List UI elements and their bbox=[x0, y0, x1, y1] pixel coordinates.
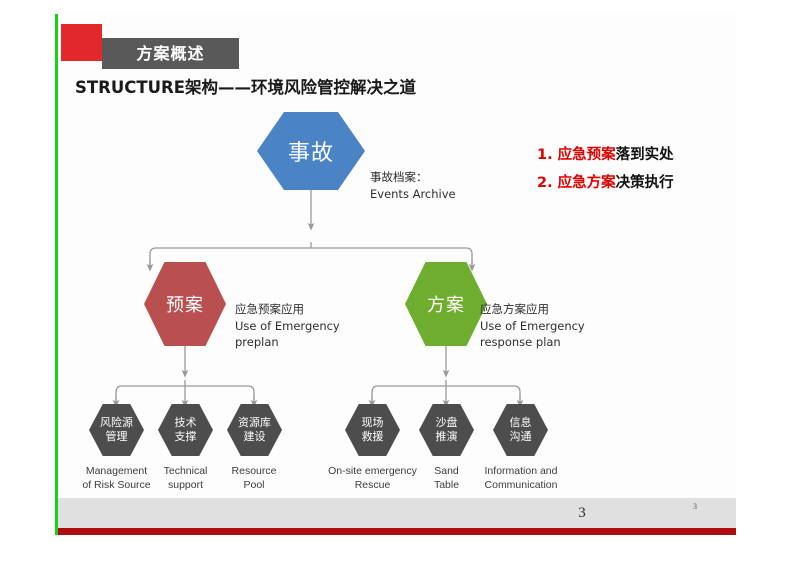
header-red-block bbox=[61, 24, 102, 61]
page-number: 3 bbox=[578, 505, 586, 521]
key-point-1-index: 1. bbox=[537, 147, 553, 163]
key-point-2-emphasis: 应急方案 bbox=[557, 174, 616, 191]
slide-left-green-rule bbox=[55, 14, 58, 535]
caption-leaf-onsite-rescue: On-site emergency Rescue bbox=[328, 465, 417, 492]
hexagon-branch-preplan[interactable]: 预案 bbox=[144, 262, 226, 346]
page-number-secondary: 3 bbox=[693, 502, 697, 511]
hexagon-leaf-onsite-rescue-label: 现场 救援 bbox=[361, 416, 384, 443]
key-point-1-emphasis: 应急预案 bbox=[557, 147, 616, 163]
hexagon-branch-preplan-label: 预案 bbox=[166, 295, 204, 316]
caption-root: 事故档案： Events Archive bbox=[370, 170, 456, 201]
section-tab-label: 方案概述 bbox=[136, 44, 205, 63]
key-point-2: 2. 应急方案决策执行 bbox=[537, 170, 674, 198]
footer-band bbox=[58, 498, 736, 528]
slide-canvas: 方案概述 STRUCTURE架构——环境风险管控解决之道 bbox=[55, 14, 736, 535]
key-point-1: 1. 应急预案落到实处 bbox=[537, 142, 674, 170]
hexagon-leaf-risk-source-label: 风险源 管理 bbox=[100, 416, 133, 443]
key-point-2-rest: 决策执行 bbox=[615, 174, 674, 191]
caption-leaf-risk-source: Management of Risk Source bbox=[82, 465, 151, 492]
key-point-2-index: 2. bbox=[537, 174, 553, 191]
hexagon-leaf-technical-support-label: 技术 支撑 bbox=[174, 416, 197, 443]
footer-red-rule bbox=[58, 528, 736, 535]
hexagon-root[interactable]: 事故 bbox=[257, 112, 365, 190]
key-point-1-rest: 落到实处 bbox=[615, 147, 674, 163]
key-points-list: 1. 应急预案落到实处 2. 应急方案决策执行 bbox=[537, 142, 674, 197]
hexagon-branch-response-label: 方案 bbox=[427, 295, 465, 316]
hexagon-leaf-sand-table-label: 沙盘 推演 bbox=[435, 416, 458, 443]
hexagon-leaf-resource-pool-label: 资源库 建设 bbox=[238, 416, 271, 443]
caption-leaf-information-communication: Information and Communication bbox=[484, 465, 558, 492]
caption-branch-response: 应急方案应用 Use of Emergency response plan bbox=[480, 302, 585, 350]
caption-branch-preplan: 应急预案应用 Use of Emergency preplan bbox=[235, 302, 340, 350]
hexagon-leaf-information-communication-label: 信息 沟通 bbox=[509, 416, 532, 443]
caption-leaf-sand-table: Sand Table bbox=[433, 465, 460, 492]
section-tab[interactable]: 方案概述 bbox=[102, 38, 239, 69]
caption-leaf-technical-support: Technical support bbox=[163, 465, 208, 492]
caption-leaf-resource-pool: Resource Pool bbox=[231, 465, 277, 492]
page-title: STRUCTURE架构——环境风险管控解决之道 bbox=[75, 78, 416, 97]
hexagon-root-label: 事故 bbox=[287, 141, 334, 166]
